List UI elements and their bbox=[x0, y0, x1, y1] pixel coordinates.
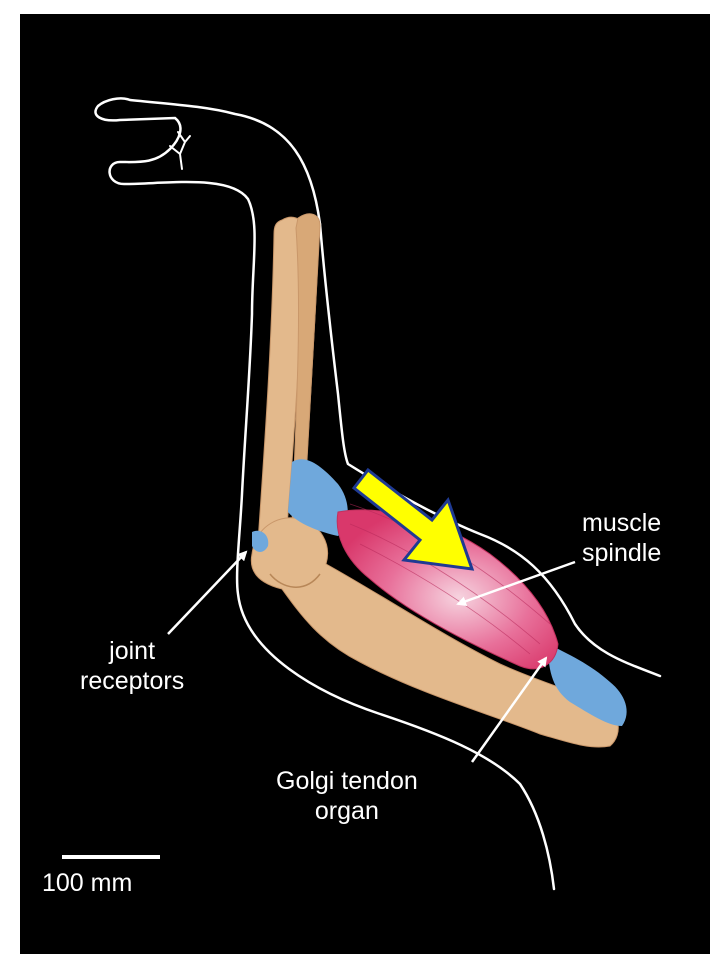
joint-receptors-line1: joint bbox=[80, 636, 184, 666]
diagram-canvas: muscle spindle joint receptors Golgi ten… bbox=[20, 14, 710, 954]
joint-receptors-pointer bbox=[168, 552, 246, 634]
muscle-spindle-line1: muscle bbox=[582, 508, 661, 538]
muscle-spindle-line2: spindle bbox=[582, 538, 661, 568]
joint-receptors-line2: receptors bbox=[80, 666, 184, 696]
golgi-tendon-organ-line2: organ bbox=[276, 796, 418, 826]
scale-bar-label: 100 mm bbox=[42, 868, 132, 898]
muscle-spindle-label: muscle spindle bbox=[582, 508, 661, 568]
golgi-tendon-organ-line1: Golgi tendon bbox=[276, 766, 418, 796]
finger-sketch bbox=[170, 132, 190, 169]
joint-receptors-label: joint receptors bbox=[80, 636, 184, 696]
golgi-tendon-organ-label: Golgi tendon organ bbox=[276, 766, 418, 826]
